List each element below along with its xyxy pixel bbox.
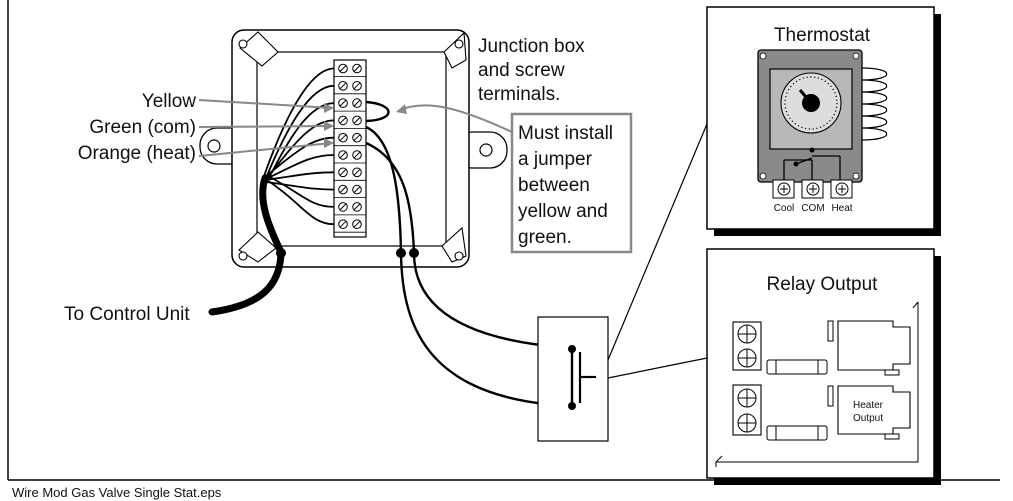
jumper-note-line-1: Must install (518, 123, 613, 144)
screw-slot (339, 151, 347, 159)
screw-terminal-strip (334, 63, 366, 233)
screw-slot (353, 65, 361, 72)
terminal-row (334, 81, 366, 95)
jumper-note-line-5: green. (518, 227, 572, 248)
screw-slot (353, 220, 361, 228)
filename-caption: Wire Mod Gas Valve Single Stat.eps (12, 485, 222, 500)
fan-wire (265, 136, 335, 177)
fan-wire (265, 84, 335, 179)
wire-bundle (263, 67, 335, 226)
screw-slot (339, 168, 347, 176)
junction-box-label-2: and screw (478, 60, 565, 81)
label-yellow: Yellow (142, 91, 197, 112)
terminal-row (334, 150, 366, 164)
screw-slot (339, 82, 347, 90)
junction-box-label-1: Junction box (478, 36, 585, 57)
arrow-heads (324, 103, 407, 148)
fan-wire (267, 154, 335, 179)
relay-wire-upper (412, 252, 573, 350)
to-control-unit-label: To Control Unit (64, 304, 190, 325)
screw-slot (339, 203, 347, 211)
terminal-row (334, 63, 366, 77)
fan-wire (267, 175, 335, 208)
screw-slot (339, 117, 347, 124)
terminal-row (334, 132, 366, 147)
label-orange-heat: Orange (heat) (78, 143, 196, 164)
fan-wire (265, 181, 335, 191)
thermostat-cool-label: Cool (774, 203, 795, 214)
screw-slot (339, 186, 347, 193)
thermostat-panel (706, 6, 941, 236)
relay-output-panel (706, 248, 941, 485)
relay-wire-lower (399, 252, 573, 408)
heater-output-label-1: Heater (853, 400, 884, 411)
jumper-note-line-2: a jumper (518, 149, 593, 170)
control-cable-inside (259, 174, 285, 256)
thermostat-title: Thermostat (774, 25, 871, 46)
screw-slot (353, 186, 361, 193)
jumper-note-line-4: yellow and (518, 201, 608, 222)
label-green-com: Green (com) (89, 117, 196, 138)
screw-slot (353, 99, 361, 107)
jumper-note-line-3: between (518, 175, 590, 196)
jumper-wire (365, 100, 390, 123)
thermostat-heat-label: Heat (831, 203, 852, 214)
relay-wire-heat (365, 141, 416, 253)
screw-slot (353, 203, 361, 211)
terminal-row (334, 98, 366, 112)
terminal-row (334, 115, 366, 129)
screw-slot (339, 65, 347, 72)
junction-box-label-3: terminals. (478, 84, 560, 105)
heater-output-label-2: Output (853, 413, 883, 424)
jumper-note-box (510, 112, 633, 254)
screw-slot (353, 82, 361, 90)
relay-wire-com (365, 125, 403, 253)
screw-slot (339, 99, 347, 107)
relay-switch (537, 316, 609, 442)
screw-slot (353, 151, 361, 159)
screw-slot (353, 134, 361, 142)
callout-line-relay (607, 356, 713, 379)
label-arrows (198, 99, 513, 157)
terminal-row (334, 219, 366, 233)
terminal-row (334, 167, 366, 181)
screw-slot (353, 168, 361, 176)
relay-output-title: Relay Output (767, 274, 879, 295)
screw-slot (353, 117, 361, 124)
terminal-row (334, 202, 366, 216)
screw-slot (339, 134, 347, 142)
control-cable (208, 249, 285, 316)
screw-slot (339, 220, 347, 228)
terminal-row (334, 184, 366, 199)
thermostat-com-label: COM (801, 203, 824, 214)
fan-wire (263, 67, 335, 177)
callout-line-thermostat (607, 111, 713, 361)
fan-wire (263, 177, 335, 226)
